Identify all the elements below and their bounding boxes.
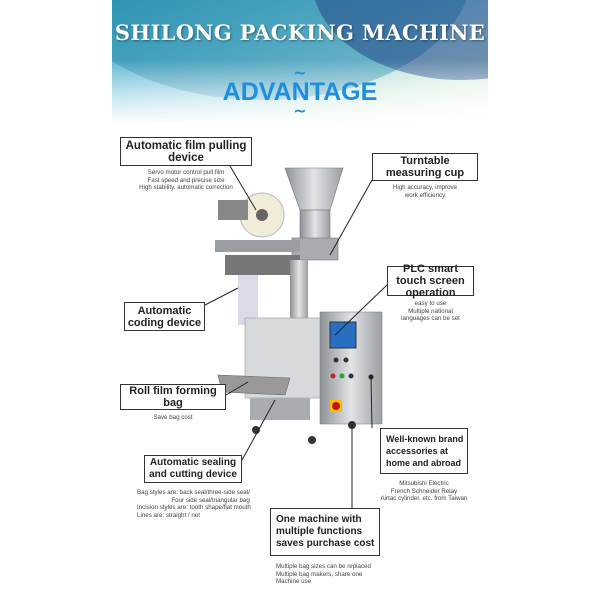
tilde-bottom: ~ bbox=[293, 101, 307, 120]
callout-plc: PLC smart touch screen operation bbox=[387, 263, 474, 299]
advantage-heading: ADVANTAGE bbox=[222, 78, 378, 106]
header-banner bbox=[112, 0, 488, 125]
callout-brand-desc: Mitsubishi Electric French Schneider Rel… bbox=[380, 480, 468, 503]
callout-plc-desc: easy to use Multiple national languages … bbox=[401, 300, 460, 323]
callout-coding: Automatic coding device bbox=[124, 302, 205, 331]
tilde-top: ~ bbox=[293, 63, 307, 82]
callout-multi-function: One machine with multiple functions save… bbox=[270, 508, 380, 556]
callout-turntable: Turntable measuring cup bbox=[372, 153, 478, 181]
callout-film-pulling-desc: Servo motor control pull film Fast speed… bbox=[139, 169, 233, 192]
callout-roll-film: Roll film forming bag bbox=[120, 384, 226, 410]
callout-film-pulling: Automatic film pulling device bbox=[120, 137, 252, 166]
page-title: SHILONG PACKING MACHINE bbox=[114, 20, 486, 45]
callout-sealing-desc: Bag styles are: back seal/three-side sea… bbox=[137, 489, 251, 519]
callout-turntable-desc: High accuracy, improve work efficiency bbox=[392, 184, 458, 199]
callout-multi-function-desc: Multiple bag sizes can be replaced Multi… bbox=[276, 563, 371, 586]
callout-brand: Well-known brand accessories at home and… bbox=[380, 428, 468, 474]
callout-roll-film-desc: Save bag cost bbox=[153, 414, 193, 421]
callout-sealing: Automatic sealing and cutting device bbox=[144, 455, 242, 483]
